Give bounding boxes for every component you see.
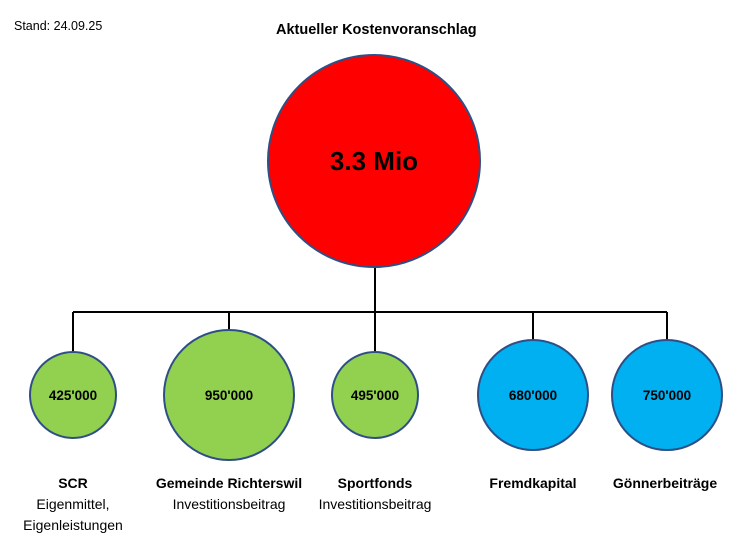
total-label: 3.3 Mio [330, 146, 418, 176]
item-circle-1 [29, 351, 117, 439]
total-circle [267, 54, 481, 268]
item-circle-2 [163, 329, 295, 461]
item-name-3: Sportfonds [337, 475, 413, 491]
item-label-5: Gönnerbeiträge [613, 473, 717, 494]
item-sub-3a: Investitionsbeitrag [318, 496, 432, 512]
item-name-4: Fremdkapital [489, 475, 577, 491]
item-node-2: 950'000 [163, 329, 295, 461]
item-value-3: 495'000 [351, 388, 399, 403]
item-node-4: 680'000 [477, 339, 589, 451]
item-node-1: 425'000 [29, 351, 117, 439]
item-value-5: 750'000 [643, 388, 691, 403]
item-value-4: 680'000 [509, 388, 557, 403]
stand-date: Stand: 24.09.25 [14, 19, 103, 33]
item-sub-1a: Eigenmittel, [36, 496, 110, 512]
item-sub-2a: Investitionsbeitrag [172, 496, 286, 512]
item-label-2: Gemeinde Richterswil Investitionsbeitrag [156, 473, 302, 515]
item-label-4: Fremdkapital [489, 473, 576, 494]
item-name-2: Gemeinde Richterswil [155, 475, 303, 491]
item-sub-1b: Eigenleistungen [23, 517, 123, 533]
item-node-3: 495'000 [331, 351, 419, 439]
item-label-3: Sportfonds Investitionsbeitrag [319, 473, 432, 515]
diagram-title: Aktueller Kostenvoranschlag [276, 22, 477, 38]
item-label-1: SCR Eigenmittel, Eigenleistungen [23, 473, 123, 536]
item-node-5: 750'000 [611, 339, 723, 451]
item-value-2: 950'000 [205, 388, 253, 403]
item-circle-4 [477, 339, 589, 451]
item-circle-3 [331, 351, 419, 439]
item-name-5: Gönnerbeiträge [612, 475, 718, 491]
item-value-1: 425'000 [49, 388, 97, 403]
item-name-1: SCR [58, 475, 88, 491]
item-circle-5 [611, 339, 723, 451]
